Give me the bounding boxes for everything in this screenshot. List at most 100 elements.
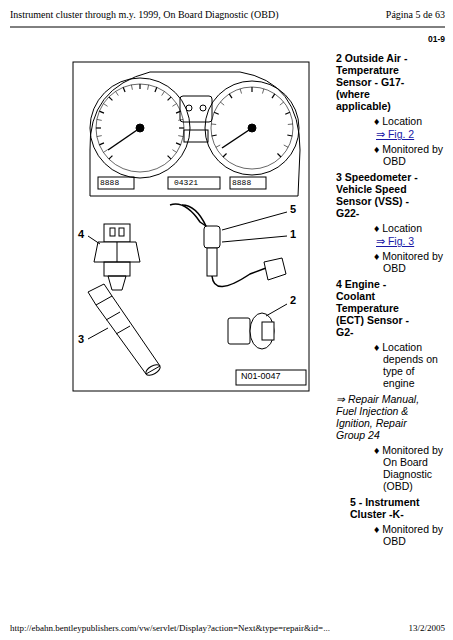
dial-tick	[97, 119, 102, 121]
cross-reference: ⇒ Repair Manual, Fuel Injection & Igniti…	[336, 393, 436, 441]
dial-tick	[172, 150, 176, 153]
tachometer-ring	[211, 87, 293, 169]
bullet-item: ♦ Location	[374, 115, 445, 127]
figure-frame	[73, 62, 309, 391]
dial-tick	[176, 111, 181, 113]
dial-tick	[97, 135, 102, 137]
dial-tick	[155, 87, 157, 92]
dial-tick	[285, 112, 290, 114]
dial-tick	[131, 85, 133, 90]
page-number: Página 5 de 63	[386, 9, 445, 20]
sensor-head	[262, 322, 274, 340]
dial-tick	[99, 143, 104, 145]
dial-tick	[176, 143, 181, 145]
vss-body	[96, 296, 160, 374]
odometer-digits: 04321	[174, 178, 198, 187]
bullet-item: ♦ Monitored by OBD	[374, 143, 445, 167]
item-heading: 5 - Instrument Cluster -K-	[350, 496, 434, 520]
header-rule	[10, 27, 445, 28]
needle	[108, 128, 140, 150]
dial-tick	[162, 91, 165, 95]
pin	[119, 228, 124, 236]
callout-number: 2	[290, 294, 296, 306]
callout-number: 1	[290, 228, 296, 240]
text-column: 2 Outside Air - Temperature Sensor - G17…	[336, 48, 448, 547]
figure-id: N01-0047	[241, 371, 281, 381]
dial-tick	[211, 123, 216, 124]
wire	[182, 205, 206, 226]
hub	[248, 124, 256, 132]
dial-tick	[214, 112, 219, 114]
dial-tick	[287, 134, 292, 136]
dial-tick	[179, 127, 184, 128]
ambient-sensor-housing	[204, 226, 220, 248]
dial-tick	[251, 87, 252, 92]
dial-tick	[178, 119, 183, 121]
dial-tick	[262, 89, 263, 94]
dial-tick	[103, 150, 107, 153]
dial-tick	[147, 85, 149, 90]
pin	[110, 228, 115, 236]
lcd-display	[230, 177, 266, 189]
dial-tick	[240, 89, 241, 94]
figure-id-box	[236, 370, 306, 385]
dial-tick	[168, 97, 172, 101]
lcd-display	[168, 177, 220, 189]
page-header: Instrument cluster through m.y. 1999, On…	[10, 9, 278, 20]
vss-tip	[144, 363, 162, 378]
tachometer-dial	[205, 81, 299, 175]
leader-line	[266, 304, 287, 316]
dial-tick	[99, 111, 104, 113]
warning-lamp	[200, 105, 206, 111]
dial-tick	[116, 91, 119, 95]
hex-edge	[117, 242, 118, 262]
warning-panel	[180, 96, 212, 122]
instrument-cluster	[90, 72, 300, 196]
display-digits: 8888	[232, 178, 251, 187]
wire	[212, 268, 266, 287]
warning-lamp	[186, 105, 192, 111]
figure-link: ⇒ Fig. 3	[376, 235, 448, 247]
ambient-sensor-probe	[207, 248, 217, 276]
dial-tick	[109, 97, 113, 101]
vss-ring	[106, 312, 130, 334]
dial-tick	[220, 102, 224, 105]
footer-date: 13/2/2005	[408, 623, 445, 633]
dial-tick	[284, 145, 288, 147]
dial-tick	[288, 123, 293, 124]
hex-nut	[94, 242, 140, 262]
lcd-display	[98, 177, 134, 189]
connector	[228, 318, 250, 344]
callout-number: 4	[78, 228, 84, 240]
speedometer-dial	[90, 78, 190, 178]
footer-url: http://ebahn.bentleypublishers.com/vw/se…	[10, 623, 330, 633]
bullet-item: ♦ Location depends on type of engine	[374, 341, 445, 389]
bullet-item: ♦ Monitored by OBD	[374, 523, 445, 547]
vss-connector	[88, 284, 112, 305]
dial-tick	[109, 156, 113, 160]
callout-number: 5	[290, 203, 296, 215]
dial-tick	[172, 104, 176, 107]
dial-tick	[139, 84, 140, 89]
plug	[264, 258, 286, 280]
item-heading: 4 Engine - Coolant Temperature (ECT) Sen…	[336, 278, 420, 338]
bullet-item: ♦ Monitored by OBD	[374, 250, 445, 274]
item-heading: 3 Speedometer - Vehicle Speed Sensor (VS…	[336, 171, 420, 219]
dial-tick	[280, 102, 284, 105]
leader-line	[222, 212, 287, 230]
probe-tip	[108, 276, 126, 290]
needle	[222, 128, 252, 148]
dial-tick	[178, 135, 183, 137]
leader-line	[222, 236, 287, 242]
sensor-flange	[250, 313, 274, 349]
speedometer-ring	[96, 84, 184, 172]
dial-tick	[229, 94, 232, 98]
leader-line	[88, 328, 108, 339]
dial-tick	[223, 153, 227, 157]
dial-tick	[216, 145, 220, 147]
bullet-item: ♦ Monitored by On Board Diagnostic (OBD)	[374, 444, 445, 492]
dial-tick	[212, 134, 217, 136]
thread	[104, 262, 130, 276]
item-heading: 2 Outside Air - Temperature Sensor - G17…	[336, 52, 420, 112]
dial-tick	[96, 127, 101, 128]
